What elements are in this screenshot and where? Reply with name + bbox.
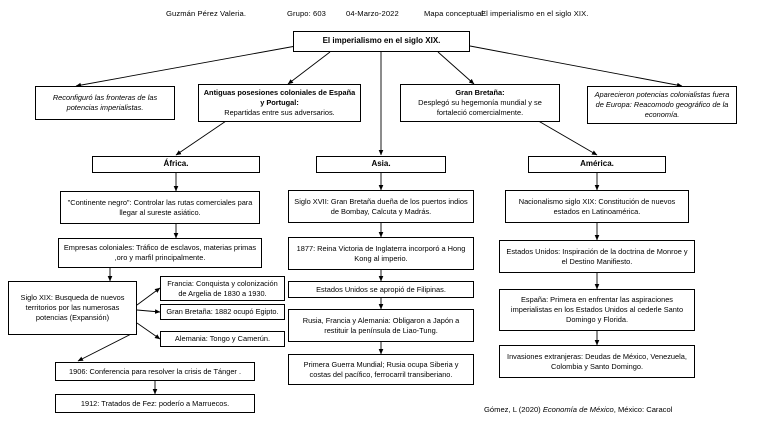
node-potencias-fuera-europa-label: Aparecieron potencias colonialistas fuer…: [594, 90, 730, 119]
citation-suffix: , México: Caracol: [613, 405, 673, 414]
node-continent-asia[interactable]: Asia.: [316, 156, 446, 173]
node-liao-tung-label: Rusia, Francia y Alemania: Obligaron a J…: [302, 315, 460, 335]
citation-work: Economía de México: [542, 405, 614, 414]
node-tratados-fez-1912[interactable]: 1912: Tratados de Fez: poderío a Marruec…: [55, 394, 255, 413]
node-continent-america-label: América.: [580, 159, 614, 169]
node-alemania-label: Alemania: Tongo y Camerún.: [174, 334, 271, 344]
node-liao-tung[interactable]: Rusia, Francia y Alemania: Obligaron a J…: [288, 309, 474, 342]
node-empresas-coloniales[interactable]: Empresas coloniales: Tráfico de esclavos…: [58, 238, 262, 268]
node-francia-label: Francia: Conquista y colonización de Arg…: [167, 278, 278, 298]
node-siglo-xvii-puertos-label: Siglo XVII: Gran Bretaña dueña de los pu…: [294, 196, 468, 216]
node-eeuu-filipinas[interactable]: Estados Unidos se apropió de Filipinas.: [288, 281, 474, 298]
node-siglo-xix-busqueda-label: Siglo XIX: Busqueda de nuevos territorio…: [20, 293, 125, 322]
header-group: Grupo: 603: [287, 9, 326, 18]
node-empresas-coloniales-label: Empresas coloniales: Tráfico de esclavos…: [63, 243, 257, 262]
node-espana-aspiraciones[interactable]: España: Primera en enfrentar las aspirac…: [499, 289, 695, 331]
node-eeuu-filipinas-label: Estados Unidos se apropió de Filipinas.: [316, 284, 446, 294]
header-doc-title: El imperialismo en el siglo XIX.: [481, 9, 589, 18]
node-conferencia-1906-label: 1906: Conferencia para resolver la crisi…: [69, 366, 241, 376]
node-gran-bretana-rest: Desplegó su hegemonía mundial y se forta…: [418, 98, 542, 117]
root-node[interactable]: El imperialismo en el siglo XIX.: [293, 31, 470, 52]
node-invasiones-extranjeras[interactable]: Invasiones extranjeras: Deudas de México…: [499, 345, 695, 378]
header-doc-label: Mapa conceptual:: [424, 9, 486, 18]
node-reconfiguro[interactable]: Reconfiguró las fronteras de las potenci…: [35, 86, 175, 120]
node-siglo-xix-busqueda[interactable]: Siglo XIX: Busqueda de nuevos territorio…: [8, 281, 137, 335]
node-gran-bretana-egipto[interactable]: Gran Bretaña: 1882 ocupó Egipto.: [160, 304, 285, 320]
node-antiguas-posesiones-label: Antiguas posesiones coloniales de España…: [202, 88, 357, 117]
node-antiguas-posesiones-lead: Antiguas posesiones coloniales de España…: [203, 88, 356, 108]
node-tratados-fez-1912-label: 1912: Tratados de Fez: poderío a Marruec…: [80, 398, 230, 408]
node-potencias-fuera-europa[interactable]: Aparecieron potencias colonialistas fuer…: [587, 86, 737, 124]
node-reina-victoria-1877-label: 1877: Reina Victoria de Inglaterra incor…: [296, 243, 466, 263]
node-gran-bretana-lead: Gran Bretaña:: [455, 88, 505, 98]
node-continente-negro[interactable]: "Continente negro": Controlar las rutas …: [60, 191, 260, 224]
node-francia[interactable]: Francia: Conquista y colonización de Arg…: [160, 276, 285, 301]
node-nacionalismo[interactable]: Nacionalismo siglo XIX: Constitución de …: [505, 190, 689, 223]
root-node-label: El imperialismo en el siglo XIX.: [322, 36, 441, 46]
node-continent-asia-label: Asia.: [371, 159, 391, 169]
node-gran-bretana[interactable]: Gran Bretaña: Desplegó su hegemonía mund…: [400, 84, 560, 122]
node-espana-aspiraciones-label: España: Primera en enfrentar las aspirac…: [510, 295, 684, 324]
node-continent-america[interactable]: América.: [528, 156, 666, 173]
node-continent-africa-label: África.: [163, 159, 189, 169]
node-alemania[interactable]: Alemania: Tongo y Camerún.: [160, 331, 285, 347]
node-doctrina-monroe-label: Estados Unidos: Inspiración de la doctri…: [506, 246, 688, 266]
node-antiguas-posesiones-rest: Repartidas entre sus adversarios.: [224, 107, 335, 117]
node-continente-negro-label: "Continente negro": Controlar las rutas …: [67, 197, 253, 217]
node-antiguas-posesiones[interactable]: Antiguas posesiones coloniales de España…: [198, 84, 361, 122]
citation-prefix: Gómez, L (2020): [484, 405, 543, 414]
node-primera-guerra-mundial-label: Primera Guerra Mundial; Rusia ocupa Sibe…: [303, 359, 459, 379]
node-nacionalismo-label: Nacionalismo siglo XIX: Constitución de …: [518, 196, 676, 216]
node-gran-bretana-label: Gran Bretaña: Desplegó su hegemonía mund…: [404, 88, 556, 117]
node-doctrina-monroe[interactable]: Estados Unidos: Inspiración de la doctri…: [499, 240, 695, 273]
header-date: 04-Marzo-2022: [346, 9, 399, 18]
node-invasiones-extranjeras-label: Invasiones extranjeras: Deudas de México…: [507, 351, 687, 371]
header-author: Guzmán Pérez Valeria.: [166, 9, 247, 18]
citation: Gómez, L (2020) Economía de México, Méxi…: [484, 405, 672, 414]
node-siglo-xvii-puertos[interactable]: Siglo XVII: Gran Bretaña dueña de los pu…: [288, 190, 474, 223]
node-primera-guerra-mundial[interactable]: Primera Guerra Mundial; Rusia ocupa Sibe…: [288, 354, 474, 385]
node-continent-africa[interactable]: África.: [92, 156, 260, 173]
node-reina-victoria-1877[interactable]: 1877: Reina Victoria de Inglaterra incor…: [288, 237, 474, 270]
node-conferencia-1906[interactable]: 1906: Conferencia para resolver la crisi…: [55, 362, 255, 381]
node-gran-bretana-egipto-label: Gran Bretaña: 1882 ocupó Egipto.: [166, 307, 279, 317]
node-reconfiguro-label: Reconfiguró las fronteras de las potenci…: [52, 93, 158, 112]
